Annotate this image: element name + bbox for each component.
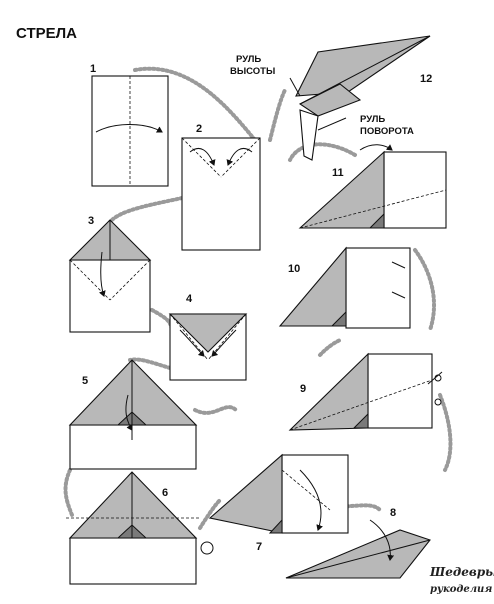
step-4: 4: [168, 293, 248, 381]
fold-arrow-icon: [211, 329, 237, 357]
step-number: 12: [420, 73, 432, 85]
elevator-label: РУЛЬ ВЫСОТЫ: [230, 54, 275, 77]
fold-arrow-icon: [369, 519, 395, 561]
step-3: 3: [68, 215, 152, 333]
step-8: 8: [285, 507, 431, 579]
svg-text:рукоделия: рукоделия: [430, 584, 492, 595]
step-number: 3: [88, 215, 94, 227]
step-10: 10: [278, 246, 411, 329]
step-number: 4: [186, 293, 193, 305]
step-2: 2: [181, 123, 261, 251]
step-number: 2: [196, 123, 202, 135]
svg-text:ПОВОРОТА: ПОВОРОТА: [360, 126, 414, 137]
step-1: 1: [90, 63, 169, 187]
step-9: 9: [288, 352, 443, 431]
step-5: 5: [68, 359, 198, 470]
step-number: 1: [90, 63, 96, 75]
step-sequence-path: [63, 66, 453, 530]
fold-arrow-icon: [179, 329, 205, 357]
fold-arrow-icon: [99, 251, 106, 297]
svg-text:РУЛЬ: РУЛЬ: [236, 54, 261, 65]
page-title: СТРЕЛА: [16, 25, 77, 42]
fold-arrow-icon: [359, 144, 393, 151]
fold-arrow-icon: [95, 124, 163, 133]
step-number: 7: [256, 541, 262, 553]
step-12: 12: [289, 35, 432, 161]
step-number: 9: [300, 383, 306, 395]
fold-arrow-icon: [189, 148, 216, 166]
fold-arrow-icon: [125, 394, 133, 431]
step-11: 11: [298, 144, 447, 229]
svg-text:ВЫСОТЫ: ВЫСОТЫ: [230, 66, 275, 77]
rudder-label: РУЛЬ ПОВОРОТА: [360, 114, 414, 137]
step-7: 7: [208, 453, 349, 553]
svg-text:РУЛЬ: РУЛЬ: [360, 114, 385, 125]
step-number: 6: [162, 487, 168, 499]
step-number: 10: [288, 263, 300, 275]
scissors-icon: [427, 371, 443, 406]
step-number: 8: [390, 507, 396, 519]
svg-text:Шедевры: Шедевры: [429, 565, 494, 579]
step-number: 11: [332, 167, 344, 179]
watermark: Шедевры рукоделия: [429, 565, 494, 595]
step-number: 5: [82, 375, 88, 387]
fold-arrow-icon: [299, 469, 323, 531]
step-6: 6: [66, 471, 214, 585]
fold-arrow-icon: [226, 148, 253, 166]
